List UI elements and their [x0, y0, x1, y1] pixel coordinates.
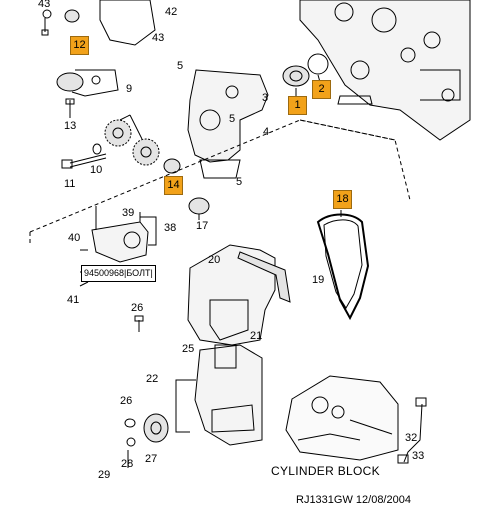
label-22[interactable]: 22 [146, 373, 159, 385]
label-43-top[interactable]: 43 [38, 0, 51, 10]
label-3[interactable]: 3 [262, 92, 269, 104]
tag-14[interactable]: 14 [164, 176, 183, 195]
label-26-lower[interactable]: 26 [120, 395, 133, 407]
label-5-top[interactable]: 5 [177, 60, 184, 72]
lower-timing-cover-illustration [175, 344, 263, 446]
label-13[interactable]: 13 [64, 120, 77, 132]
label-25[interactable]: 25 [182, 343, 195, 355]
label-5-mid[interactable]: 5 [229, 113, 236, 125]
tag-18[interactable]: 18 [333, 190, 352, 209]
label-29[interactable]: 29 [98, 469, 111, 481]
label-32[interactable]: 32 [405, 432, 418, 444]
label-20[interactable]: 20 [208, 254, 221, 266]
label-26-upper[interactable]: 26 [131, 302, 144, 314]
label-28[interactable]: 28 [121, 458, 134, 470]
label-19[interactable]: 19 [312, 274, 325, 286]
upper-timing-cover-illustration [99, 0, 269, 179]
camshaft-gears-illustration [104, 114, 160, 166]
label-17[interactable]: 17 [196, 220, 209, 232]
tensioner-illustration [41, 9, 119, 118]
engine-block-illustration [299, 0, 471, 141]
tag-2[interactable]: 2 [312, 80, 331, 99]
bolt-26-illustration [134, 315, 144, 332]
label-42[interactable]: 42 [165, 6, 178, 18]
label-41[interactable]: 41 [67, 294, 80, 306]
label-43[interactable]: 43 [152, 32, 165, 44]
label-11[interactable]: 11 [64, 178, 76, 190]
camshaft-bolt-illustration [61, 143, 107, 169]
timing-belt-illustration [316, 210, 370, 321]
label-38[interactable]: 38 [164, 222, 177, 234]
idler-pulleys-illustration [163, 158, 210, 220]
crankshaft-pulley-illustration [124, 413, 169, 468]
label-4[interactable]: 4 [263, 126, 270, 138]
tag-1[interactable]: 1 [288, 96, 307, 115]
label-39[interactable]: 39 [122, 207, 135, 219]
water-pump-illustration [282, 53, 329, 100]
middle-timing-cover-illustration [187, 244, 291, 346]
label-21[interactable]: 21 [250, 330, 263, 342]
drawing-id-stamp: RJ1331GW 12/08/2004 [296, 494, 411, 506]
tag-12[interactable]: 12 [70, 36, 89, 55]
label-27[interactable]: 27 [145, 453, 158, 465]
label-10[interactable]: 10 [90, 164, 103, 176]
part-number-callout[interactable]: 94500968|БОЛТ| [81, 265, 156, 282]
cylinder-block-detail-box [285, 375, 399, 461]
label-5-low[interactable]: 5 [236, 176, 243, 188]
cylinder-block-caption: CYLINDER BLOCK [271, 464, 380, 478]
label-40[interactable]: 40 [68, 232, 81, 244]
crank-sensor-illustration [397, 397, 427, 464]
label-33[interactable]: 33 [412, 450, 425, 462]
label-9[interactable]: 9 [126, 83, 133, 95]
section-divider-lines [29, 119, 411, 245]
